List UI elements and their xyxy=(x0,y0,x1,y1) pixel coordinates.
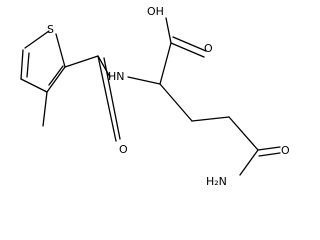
hydroxyl-label: OH xyxy=(147,5,164,18)
bond-alpha-carboxyl xyxy=(159,42,172,85)
bond-c2-c3-inner xyxy=(26,52,30,78)
bond-c3-c4 xyxy=(20,78,48,93)
bond-ring-carbonyl xyxy=(64,55,99,68)
bond-alpha-beta xyxy=(159,83,193,122)
bond-c5-s xyxy=(55,33,66,68)
amide-nh-label: HN xyxy=(108,70,125,83)
bond-c4-c5 xyxy=(46,66,66,93)
molecule-structure: OH O S HN O O H₂N xyxy=(20,5,290,188)
thiophene-ring xyxy=(20,30,66,93)
terminal-amide-oxygen-label: O xyxy=(281,144,290,157)
bond-amide-co-1 xyxy=(97,55,117,142)
bond-terminal-co-2 xyxy=(258,152,281,157)
thiophene-sulfur-label: S xyxy=(47,23,54,36)
bond-carboxyl-co-1 xyxy=(170,42,205,58)
bond-gamma-amide-c xyxy=(228,116,259,151)
bond-terminal-co-1 xyxy=(257,146,281,151)
acid-oxygen-label: O xyxy=(204,42,213,55)
amide-oxygen-label: O xyxy=(119,143,128,156)
bond-beta-gamma xyxy=(191,116,230,122)
bond-methyl xyxy=(42,91,48,127)
bond-n-alpha xyxy=(127,76,161,85)
bond-terminal-cn xyxy=(239,149,259,176)
bond-carboxyl-oh xyxy=(165,17,172,44)
bond-c2-c3 xyxy=(20,49,24,80)
bond-carboxyl-co-2 xyxy=(172,36,207,52)
bond-c4-c5-inner xyxy=(48,65,64,86)
bond-s-c2 xyxy=(24,30,50,49)
amine-label: H₂N xyxy=(206,175,227,188)
bond-carbonyl-n xyxy=(97,55,111,78)
